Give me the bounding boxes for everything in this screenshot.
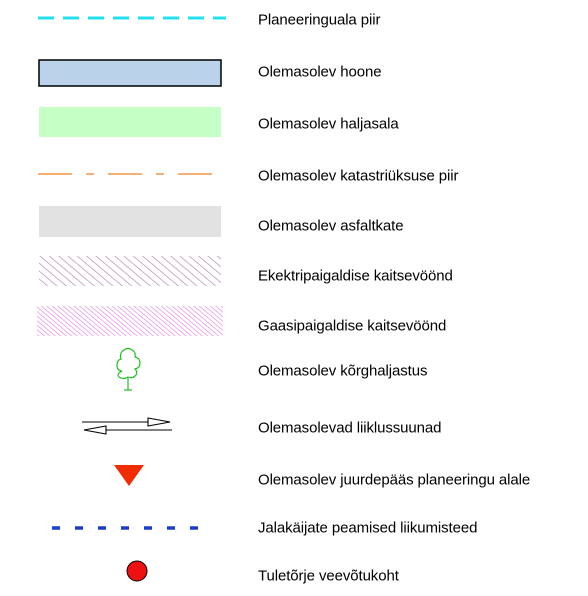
legend-label: Ekektripaigaldise kaitsevöönd <box>258 267 453 285</box>
legend-item-cadastral-boundary: Olemasolev katastriüksuse piir <box>0 156 588 196</box>
legend-item-existing-green-area: Olemasolev haljasala <box>0 104 588 144</box>
legend-label: Jalakäijate peamised liikumisteed <box>258 519 478 537</box>
legend-item-electric-protection-zone: Ekektripaigaldise kaitsevöönd <box>0 256 588 296</box>
dotted-line-symbol <box>30 508 230 548</box>
legend-label: Planeeringuala piir <box>258 11 381 29</box>
building-symbol <box>30 52 230 92</box>
legend-item-tall-greenery: Olemasolev kõrghaljastus <box>0 346 588 396</box>
green-area-symbol <box>30 104 230 144</box>
legend-label: Olemasolev kõrghaljastus <box>258 362 428 380</box>
gas-zone-hatch-symbol <box>30 306 230 346</box>
dash-dot-line-symbol <box>30 156 230 196</box>
legend-item-asphalt-surface: Olemasolev asfaltkate <box>0 206 588 246</box>
legend-item-fire-water-point: Tuletõrje veevõtukoht <box>0 556 588 596</box>
legend-label: Tuletõrje veevõtukoht <box>258 567 399 585</box>
tree-icon <box>30 346 230 396</box>
legend-label: Olemasolevad liiklussuunad <box>258 419 442 437</box>
legend-item-existing-building: Olemasolev hoone <box>0 52 588 92</box>
legend-item-access-to-area: Olemasolev juurdepääs planeeringu alale <box>0 460 588 500</box>
red-circle-icon <box>30 556 230 596</box>
legend-item-gas-protection-zone: Gaasipaigaldise kaitsevöönd <box>0 306 588 346</box>
legend-label: Olemasolev hoone <box>258 63 382 81</box>
asphalt-symbol <box>30 206 230 246</box>
triangle-down-icon <box>30 460 230 500</box>
electric-zone-hatch-symbol <box>30 256 230 296</box>
two-way-arrows-icon <box>30 408 230 448</box>
legend-item-pedestrian-routes: Jalakäijate peamised liikumisteed <box>0 508 588 548</box>
legend-item-traffic-directions: Olemasolevad liiklussuunad <box>0 408 588 448</box>
legend-label: Olemasolev katastriüksuse piir <box>258 167 459 185</box>
legend-label: Olemasolev haljasala <box>258 115 399 133</box>
legend-item-planning-area-boundary: Planeeringuala piir <box>0 0 588 40</box>
legend-label: Olemasolev asfaltkate <box>258 217 404 235</box>
legend-label: Gaasipaigaldise kaitsevöönd <box>258 317 447 335</box>
dashed-line-symbol <box>30 0 230 40</box>
legend-label: Olemasolev juurdepääs planeeringu alale <box>258 471 531 489</box>
